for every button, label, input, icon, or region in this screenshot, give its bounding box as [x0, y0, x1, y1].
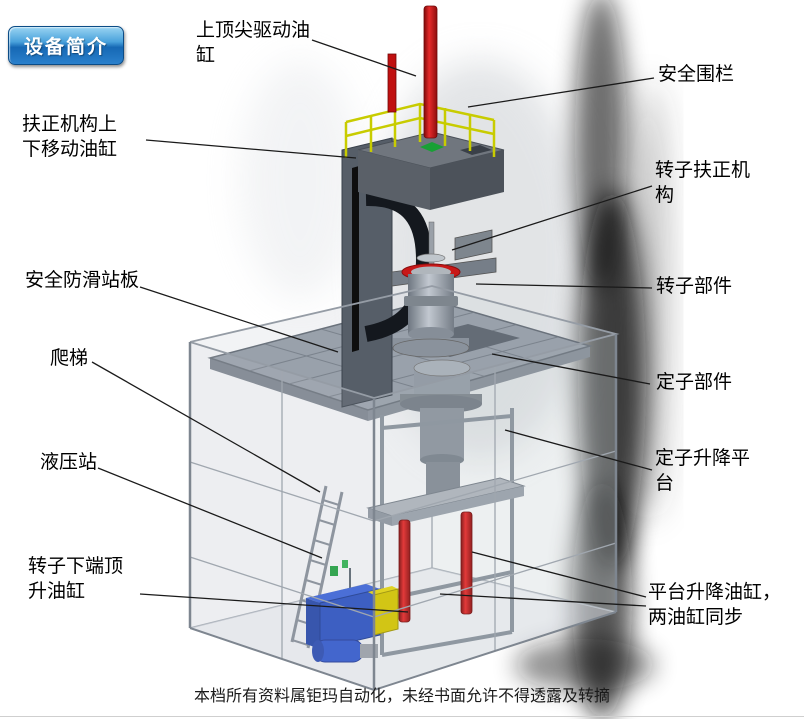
label-safety-fence: 安全围栏: [658, 64, 735, 85]
label-rotor-centering-mechanism: 转子扶正机 构: [655, 160, 751, 207]
leader-lines: [91, 39, 655, 613]
stator-assembly: [400, 359, 482, 508]
label-antislip-platform: 安全防滑站板: [25, 270, 140, 291]
label-centering-updown-cylinder: 扶正机构上 下移动油缸: [22, 114, 118, 161]
label-ladder: 爬梯: [50, 348, 89, 369]
safety-railing: [344, 102, 496, 158]
copyright-notice: 本档所有资料属钜玛自动化，未经书面允许不得透露及转摘: [193, 688, 610, 705]
green-diamond: [420, 142, 444, 152]
equipment-intro-badge: 设备简介: [8, 26, 125, 65]
bottom-divider: [0, 716, 804, 717]
rotor-assembly: [391, 221, 497, 358]
label-rotor-bottom-jack-cylinder: 转子下端顶 升油缸: [28, 556, 124, 603]
hydraulic-station-unit: [306, 560, 399, 663]
shadow-smudge: [515, 0, 664, 719]
label-hydraulic-station: 液压站: [40, 452, 98, 473]
label-top-drive-cylinder: 上顶尖驱动油 缸: [196, 20, 311, 67]
head-box: [357, 131, 505, 210]
label-platform-lift-cylinders: 平台升降油缸， 两油缸同步: [648, 582, 782, 629]
top-drive-cylinder: [387, 5, 438, 139]
label-stator-part: 定子部件: [656, 372, 733, 393]
label-rotor-part: 转子部件: [656, 276, 733, 297]
label-stator-lift-platform: 定子升降平 台: [655, 448, 751, 495]
